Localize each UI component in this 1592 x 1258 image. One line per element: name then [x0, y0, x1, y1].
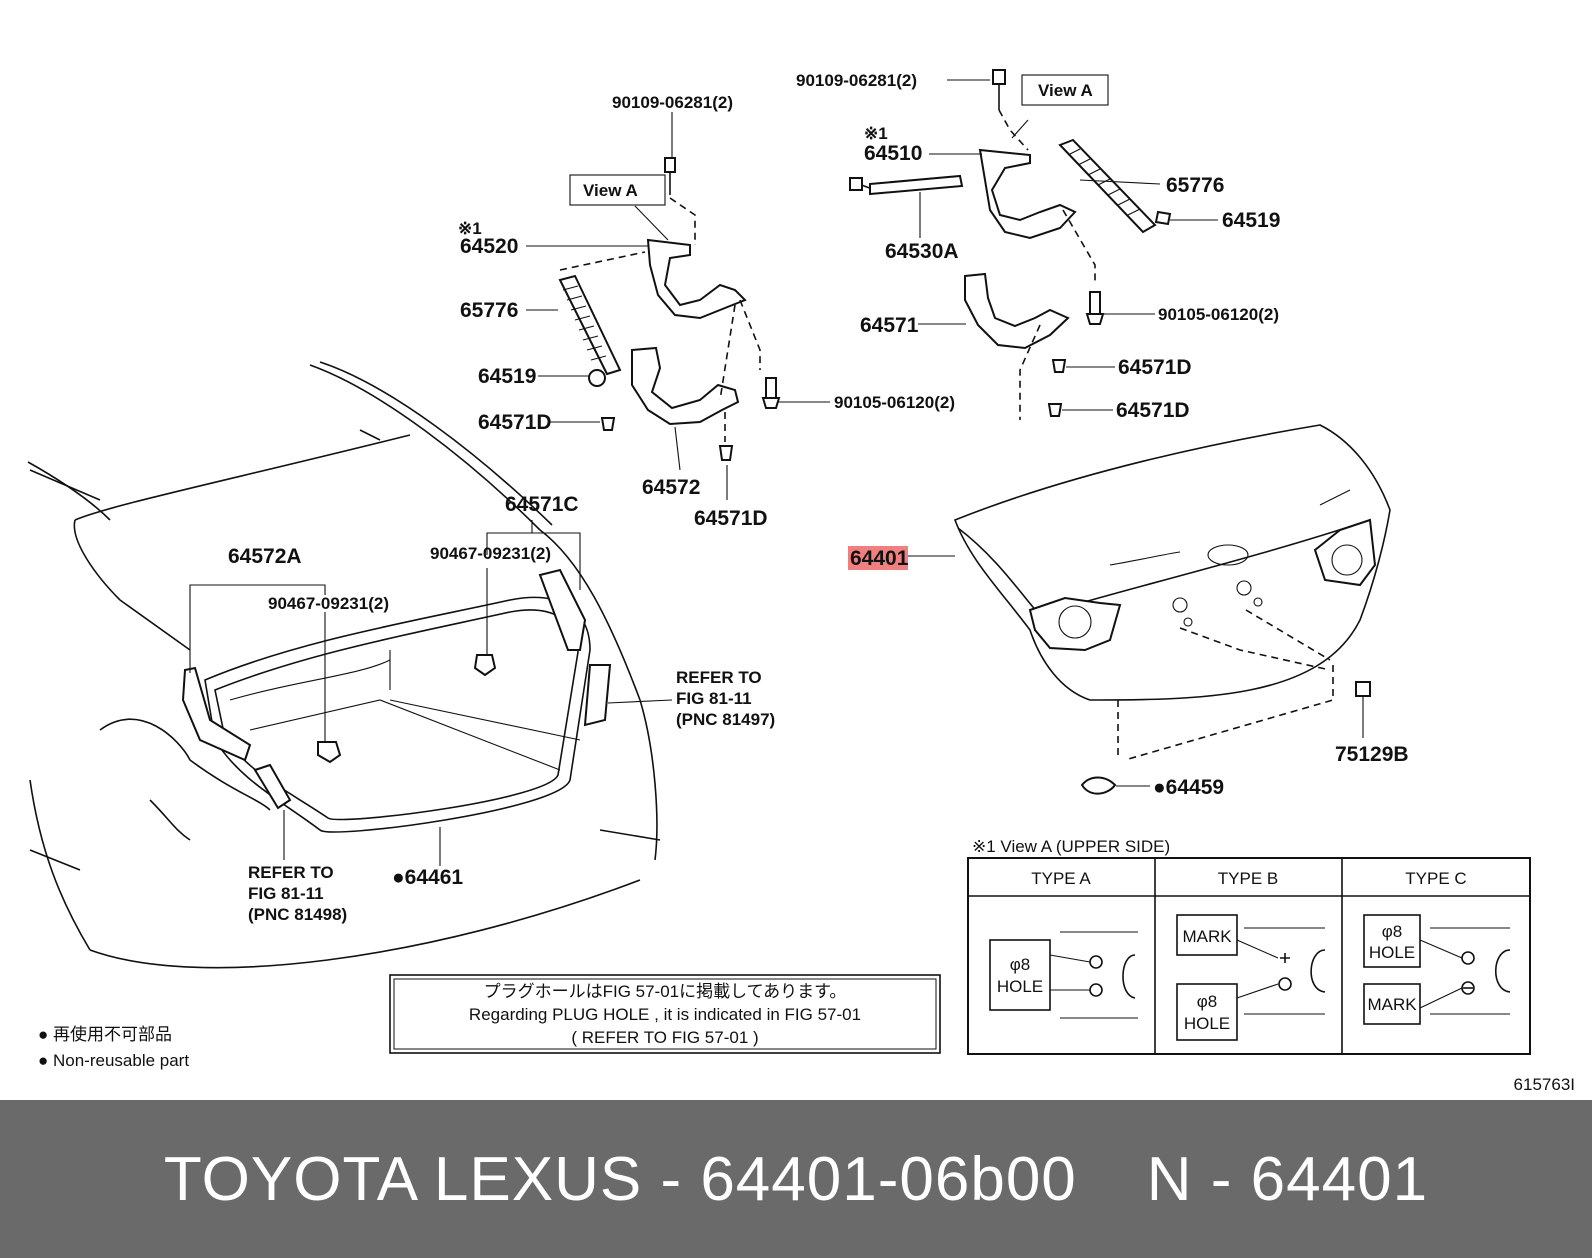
callout-64530A: 64530A — [885, 240, 959, 263]
callout-64571D-b: 64571D — [694, 507, 768, 530]
type-c-hole: HOLE — [1369, 943, 1415, 962]
highlight-64401 — [848, 546, 908, 570]
legend-en: ● Non-reusable part — [38, 1051, 189, 1070]
refer-right-line3: (PNC 81497) — [676, 710, 775, 729]
callout-64459: ●64459 — [1153, 776, 1224, 799]
footer-part-number: TOYOTA LEXUS - 64401-06b00 — [163, 1144, 1077, 1214]
type-b-hole: HOLE — [1184, 1014, 1230, 1033]
refer-right-line2: FIG 81-11 — [676, 689, 752, 708]
leader-lines — [189, 79, 1364, 866]
callout-labels: 90109-06281(2) View A ※1 64520 65776 645… — [228, 71, 1409, 924]
callout-64461: ●64461 — [392, 866, 463, 889]
type-b-cell: MARK φ8 HOLE — [1176, 914, 1326, 1041]
callout-64571D-d: 64571D — [1116, 399, 1190, 422]
callout-64571D-c: 64571D — [1118, 356, 1192, 379]
callout-ref-mark-left: ※1 — [458, 219, 482, 238]
note-line-jp: プラグホールはFIG 57-01に掲載してあります。 — [484, 982, 847, 1001]
callout-view-a-left: View A — [583, 181, 638, 200]
callout-64520: 64520 — [460, 235, 518, 258]
callout-65776-left: 65776 — [460, 299, 518, 322]
type-a-phi: φ8 — [1010, 955, 1030, 974]
refer-left-line3: (PNC 81498) — [248, 905, 347, 924]
callout-ref-mark-right: ※1 — [864, 124, 888, 143]
callout-64572A: 64572A — [228, 545, 302, 568]
callout-64510: 64510 — [864, 142, 922, 165]
callout-90109-06281-right: 90109-06281(2) — [796, 71, 917, 90]
refer-left-line2: FIG 81-11 — [248, 884, 324, 903]
car-body-illustration — [27, 361, 661, 969]
callout-90105-06120-left: 90105-06120(2) — [834, 393, 955, 412]
parts-diagram: 90109-06281(2) View A ※1 64520 65776 645… — [27, 69, 1575, 1094]
table-header-type-a: TYPE A — [1031, 869, 1091, 888]
type-a-cell: φ8 HOLE — [989, 931, 1138, 1019]
figure-id: 615763I — [1514, 1075, 1575, 1094]
callout-64571C: 64571C — [505, 493, 579, 516]
type-b-mark: MARK — [1182, 927, 1232, 946]
trunk-lid-illustration — [953, 424, 1391, 795]
type-c-cell: φ8 HOLE MARK — [1363, 914, 1511, 1025]
left-hinge-assembly — [558, 157, 781, 461]
footer-pnc: N - 64401 — [1146, 1144, 1429, 1214]
view-a-box-left — [569, 174, 666, 206]
torsion-spring-right — [1058, 138, 1157, 234]
plug-hole-note: プラグホールはFIG 57-01に掲載してあります。 Regarding PLU… — [389, 974, 941, 1054]
type-c-mark: MARK — [1367, 995, 1417, 1014]
refer-left-line1: REFER TO — [248, 863, 334, 882]
table-header-type-b: TYPE B — [1218, 869, 1278, 888]
type-b-phi: φ8 — [1197, 992, 1217, 1011]
torsion-spring-left — [558, 274, 622, 376]
callout-64571D-a: 64571D — [478, 411, 552, 434]
legend-jp: ● 再使用不可部品 — [38, 1024, 172, 1044]
callout-64519-right: 64519 — [1222, 209, 1280, 232]
callout-64401: 64401 — [850, 547, 909, 570]
view-a-type-table: ※1 View A (UPPER SIDE) TYPE A TYPE B TYP… — [967, 837, 1531, 1055]
callout-90105-06120-right: 90105-06120(2) — [1158, 305, 1279, 324]
type-c-phi: φ8 — [1382, 922, 1402, 941]
note-line-ref: ( REFER TO FIG 57-01 ) — [571, 1028, 758, 1047]
callout-90109-06281-left: 90109-06281(2) — [612, 93, 733, 112]
callout-90467-09231-right: 90467-09231(2) — [430, 544, 551, 563]
note-line-en: Regarding PLUG HOLE , it is indicated in… — [469, 1005, 861, 1024]
callout-65776-right: 65776 — [1166, 174, 1224, 197]
callout-64519-left: 64519 — [478, 365, 536, 388]
callout-64572: 64572 — [642, 476, 700, 499]
callout-64571: 64571 — [860, 314, 919, 337]
view-a-box-right — [1021, 74, 1109, 106]
callout-75129B: 75129B — [1335, 743, 1409, 766]
view-table-title: ※1 View A (UPPER SIDE) — [972, 837, 1170, 856]
legend: ● 再使用不可部品 ● Non-reusable part — [38, 1024, 189, 1070]
type-a-hole: HOLE — [997, 977, 1043, 996]
table-header-type-c: TYPE C — [1405, 869, 1466, 888]
right-hinge-assembly — [849, 69, 1172, 420]
callout-view-a-right: View A — [1038, 81, 1093, 100]
refer-right-line1: REFER TO — [676, 668, 762, 687]
callout-90467-09231-left: 90467-09231(2) — [268, 594, 389, 613]
footer-banner: TOYOTA LEXUS - 64401-06b00 N - 64401 — [0, 1100, 1592, 1258]
